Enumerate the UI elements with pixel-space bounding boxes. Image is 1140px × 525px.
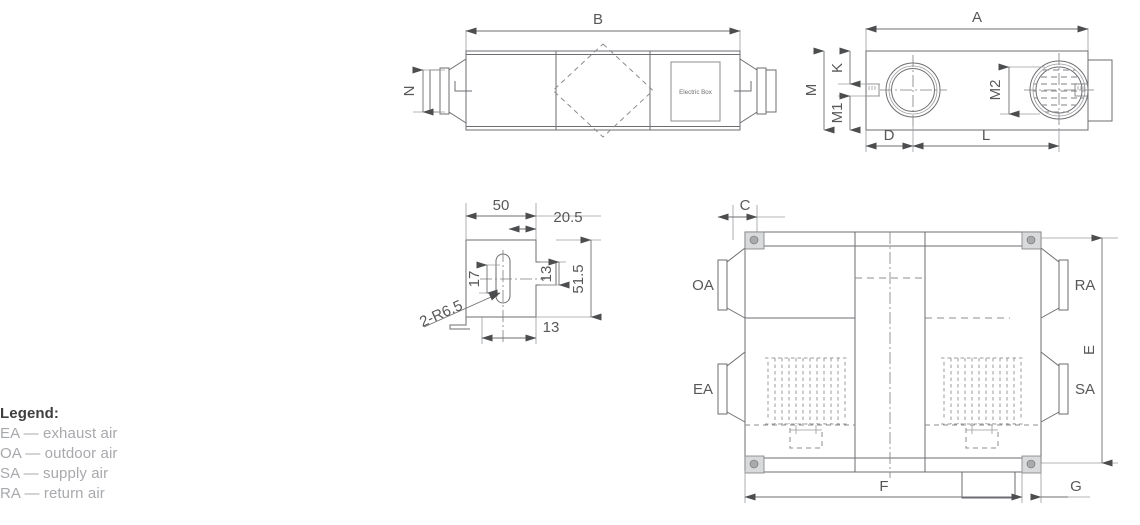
corner-bracket-top-right <box>1021 231 1042 250</box>
legend-item-ea: EA — exhaust air <box>0 425 118 442</box>
dimension-label-C: C <box>740 197 751 214</box>
dimension-label-G: G <box>1070 478 1082 495</box>
dimension-label-A: A <box>972 9 982 26</box>
dimension-C: C <box>717 197 785 240</box>
legend-item-sa: SA — supply air <box>0 465 109 482</box>
dimension-label-20-5: 20.5 <box>553 209 582 226</box>
duct-spigot-OA: OA <box>692 247 746 319</box>
dimension-13-horizontal: 13 <box>481 317 560 344</box>
grilled-circular-port <box>1024 53 1094 128</box>
filter-grille-left <box>745 357 855 449</box>
hidden-core-outline <box>745 232 1010 478</box>
dimension-B: B <box>465 11 741 52</box>
dimension-20-5: 20.5 <box>508 209 601 233</box>
bottom-plan-view: C OA EA RA <box>692 197 1118 503</box>
folded-flange <box>449 317 470 330</box>
legend: Legend: EA — exhaust air OA — outdoor ai… <box>0 404 200 504</box>
port-label-EA: EA <box>693 381 713 398</box>
dimension-label-N: N <box>401 86 418 97</box>
dimension-label-B: B <box>593 11 603 28</box>
dimension-label-50: 50 <box>493 197 510 214</box>
legend-title: Legend: <box>0 405 60 422</box>
mounting-bracket-detail-view: 50 20.5 17 13 <box>417 197 602 345</box>
legend-item-oa: OA — outdoor air <box>0 445 118 462</box>
heat-exchanger-core-outline <box>552 43 654 138</box>
dimension-label-17: 17 <box>466 271 483 288</box>
dimension-label-E: E <box>1081 345 1098 355</box>
dimension-K: K <box>829 47 880 88</box>
front-elevation-view: B Electric Box <box>401 11 777 138</box>
plain-circular-port <box>866 55 947 126</box>
right-duct-spigot <box>734 58 777 124</box>
dimension-13-vertical: 13 <box>538 258 570 289</box>
dimension-A: A <box>865 9 1089 52</box>
dimension-G: G <box>1030 464 1090 503</box>
top-plan-view: A <box>803 9 1113 152</box>
dimension-M: M <box>803 47 835 134</box>
dimension-M2: M2 <box>987 63 1045 118</box>
dimension-D: D <box>865 127 914 152</box>
dimension-M1: M1 <box>829 92 880 134</box>
corner-bracket-bottom-right <box>1021 455 1042 474</box>
duct-spigot-RA: RA <box>1040 247 1096 319</box>
dimension-label-13-vertical: 13 <box>538 266 555 283</box>
dimension-51-5: 51.5 <box>536 236 602 321</box>
radius-callout-label: 2-R6.5 <box>417 297 465 331</box>
dimension-label-M: M <box>803 84 820 97</box>
port-label-RA: RA <box>1075 277 1096 294</box>
dimension-label-M2: M2 <box>987 80 1004 101</box>
dimension-label-F: F <box>879 478 888 495</box>
dimension-label-L: L <box>982 127 990 144</box>
dimension-label-D: D <box>884 127 895 144</box>
legend-item-ra: RA — return air <box>0 485 105 502</box>
dimension-label-K: K <box>829 63 846 73</box>
dimension-50: 50 <box>465 197 537 240</box>
corner-bracket-bottom-left <box>744 455 765 474</box>
electric-box-label: Electric Box <box>679 89 713 96</box>
dimension-label-13-horizontal: 13 <box>543 319 560 336</box>
duct-spigot-SA: SA <box>1040 351 1095 423</box>
dimension-E: E <box>1041 234 1118 467</box>
unit-body-outline <box>744 231 1042 473</box>
side-terminal-box <box>1087 59 1113 122</box>
port-label-SA: SA <box>1075 381 1095 398</box>
port-label-OA: OA <box>692 277 714 294</box>
corner-bracket-top-left <box>744 231 765 250</box>
duct-spigot-EA: EA <box>693 351 746 423</box>
electric-box-callout: Electric Box <box>670 61 721 122</box>
dimension-label-51-5: 51.5 <box>570 264 587 293</box>
drain-stub <box>961 471 1016 499</box>
dimension-F: F <box>744 470 1023 503</box>
dimension-L: L <box>912 126 1060 152</box>
filter-grille-right <box>925 357 1041 449</box>
dimension-label-M1: M1 <box>829 103 846 124</box>
dimension-N: N <box>401 66 445 116</box>
